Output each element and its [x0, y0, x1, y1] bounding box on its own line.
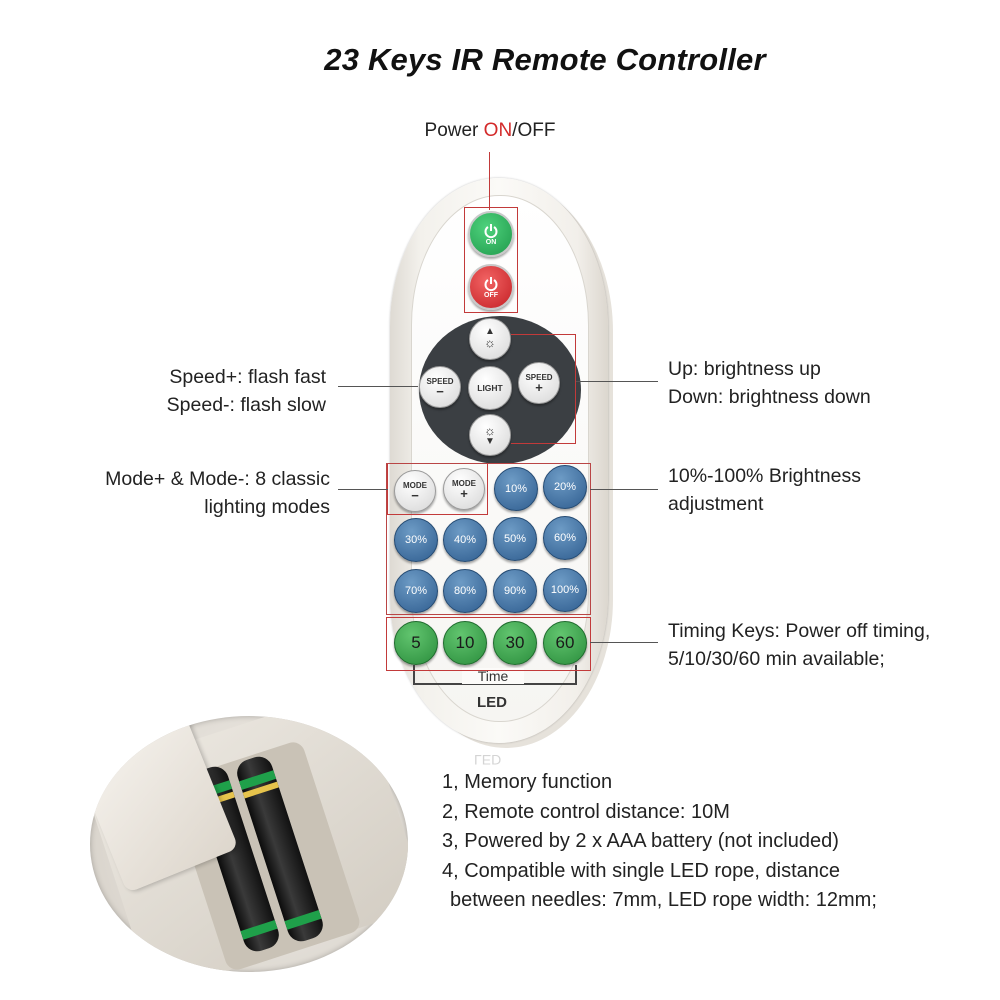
battery-compartment-photo	[90, 716, 408, 972]
power-keys-outline	[464, 207, 518, 313]
speed-leader-line	[338, 386, 418, 387]
timing-30-button[interactable]: 30	[493, 621, 537, 665]
timing-5-button[interactable]: 5	[394, 621, 438, 665]
timing-callout-line-1: Timing Keys: Power off timing,	[668, 620, 931, 642]
brightness-100-button[interactable]: 100%	[543, 568, 587, 612]
brightness-50-button[interactable]: 50%	[493, 517, 537, 561]
power-on-label: ON	[485, 238, 497, 246]
mode-callout-line-1: Mode+ & Mode-: 8 classic	[105, 468, 330, 490]
timing-30-label: 30	[505, 633, 525, 652]
speed-minus-label: SPEED	[426, 376, 454, 386]
led-reflection: LED	[474, 752, 502, 768]
timing-callout-line-2: 5/10/30/60 min available;	[668, 648, 885, 670]
mode-minus-label: MODE	[403, 480, 427, 490]
timing-5-label: 5	[411, 633, 421, 652]
speed-callout-line-1: Speed+: flash fast	[169, 366, 326, 388]
timing-10-button[interactable]: 10	[443, 621, 487, 665]
mode-callout-line-2: lighting modes	[204, 496, 330, 518]
mode-plus-label: MODE	[452, 478, 476, 488]
speed-plus-label: SPEED	[525, 372, 553, 382]
brightness-60-button[interactable]: 60%	[543, 516, 587, 560]
brightness-up-button[interactable]: ▲ ☼	[469, 318, 511, 360]
timing-60-label: 60	[555, 633, 575, 652]
brightness-60-label: 60%	[553, 532, 577, 544]
light-label: LIGHT	[477, 383, 503, 393]
power-label-on: ON	[483, 120, 513, 141]
power-icon	[484, 223, 498, 238]
brightness-80-button[interactable]: 80%	[443, 569, 487, 613]
brightness-callout-line-1: 10%-100% Brightness	[668, 465, 861, 487]
timing-leader-line	[590, 642, 658, 643]
light-button[interactable]: LIGHT	[468, 366, 512, 410]
speed-callout-line-2: Speed-: flash slow	[166, 394, 326, 416]
power-leader-line	[489, 152, 490, 210]
page-title: 23 Keys IR Remote Controller	[324, 42, 766, 77]
brightness-up-icon: ☼	[484, 335, 496, 350]
up-down-callout-line-1: Up: brightness up	[668, 358, 821, 380]
feature-item: 2, Remote control distance: 10M	[442, 800, 730, 823]
brightness-keys-outline	[386, 463, 591, 615]
time-label: Time	[462, 668, 524, 684]
brightness-10-button[interactable]: 10%	[494, 467, 538, 511]
power-label: Power ON/OFF	[390, 117, 590, 145]
brightness-80-label: 80%	[453, 585, 477, 597]
brightness-20-label: 20%	[553, 481, 577, 493]
brightness-20-button[interactable]: 20%	[543, 465, 587, 509]
mode-leader-line	[338, 489, 388, 490]
brightness-40-label: 40%	[453, 534, 477, 546]
power-icon	[484, 276, 498, 291]
mode-minus-button[interactable]: MODE −	[394, 470, 436, 512]
power-label-suffix: /OFF	[512, 120, 556, 141]
speed-plus-button[interactable]: SPEED +	[518, 362, 560, 404]
brightness-90-button[interactable]: 90%	[493, 569, 537, 613]
speed-minus-sign: −	[436, 383, 444, 399]
brightness-down-button[interactable]: ☼ ▼	[469, 414, 511, 456]
brightness-callout: 10%-100% Brightness adjustment	[668, 462, 968, 518]
timing-60-button[interactable]: 60	[543, 621, 587, 665]
up-down-callout: Up: brightness up Down: brightness down	[668, 355, 968, 411]
power-off-label: OFF	[484, 291, 498, 299]
brightness-90-label: 90%	[503, 585, 527, 597]
up-down-callout-line-2: Down: brightness down	[668, 386, 871, 408]
time-bracket	[413, 665, 577, 685]
brightness-100-label: 100%	[550, 584, 580, 596]
up-down-leader-line	[576, 381, 658, 382]
brightness-70-label: 70%	[404, 585, 428, 597]
brightness-down-icon: ☼	[484, 423, 496, 438]
mode-minus-sign: −	[411, 487, 419, 503]
brightness-30-label: 30%	[404, 534, 428, 546]
feature-item: 3, Powered by 2 x AAA battery (not inclu…	[442, 830, 839, 852]
speed-callout: Speed+: flash fast Speed-: flash slow	[100, 363, 326, 419]
timing-callout: Timing Keys: Power off timing, 5/10/30/6…	[668, 617, 988, 673]
brightness-70-button[interactable]: 70%	[394, 569, 438, 613]
power-label-prefix: Power	[424, 120, 484, 141]
power-on-button[interactable]: ON	[468, 211, 514, 257]
speed-plus-sign: +	[535, 379, 543, 395]
features-list: 1, Memory function 2, Remote control dis…	[442, 768, 877, 916]
mode-callout: Mode+ & Mode-: 8 classic lighting modes	[40, 465, 330, 521]
brightness-30-button[interactable]: 30%	[394, 518, 438, 562]
brightness-callout-line-2: adjustment	[668, 493, 764, 515]
mode-plus-button[interactable]: MODE +	[443, 468, 485, 510]
timing-10-label: 10	[455, 633, 475, 652]
brightness-10-label: 10%	[504, 483, 528, 495]
chevron-up-icon: ▲	[485, 326, 495, 337]
brightness-50-label: 50%	[503, 533, 527, 545]
feature-item: 4, Compatible with single LED rope, dist…	[442, 859, 840, 882]
chevron-down-icon: ▼	[485, 436, 495, 447]
speed-minus-button[interactable]: SPEED −	[419, 366, 461, 408]
led-label: LED	[477, 694, 507, 711]
power-off-button[interactable]: OFF	[468, 264, 514, 310]
feature-item: 1, Memory function	[442, 771, 613, 793]
brightness-leader-line	[590, 489, 658, 490]
feature-item: between needles: 7mm, LED rope width: 12…	[450, 889, 877, 911]
timing-keys-outline	[386, 617, 591, 671]
brightness-40-button[interactable]: 40%	[443, 518, 487, 562]
mode-plus-sign: +	[460, 485, 468, 501]
brightness-arrows-outline	[511, 334, 576, 444]
